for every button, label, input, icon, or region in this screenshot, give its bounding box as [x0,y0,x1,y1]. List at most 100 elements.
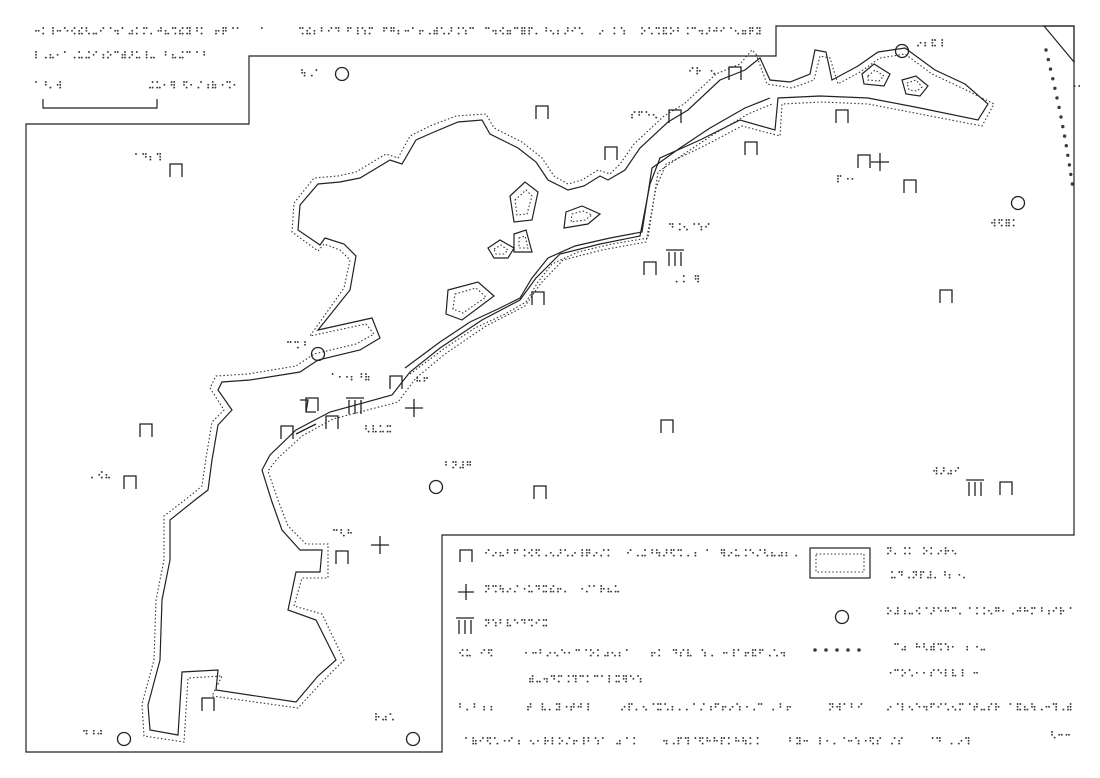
braille-dot [954,552,957,555]
braille-dot [527,705,529,708]
braille-dot [904,609,906,612]
braille-dot [558,708,561,711]
braille-dot [506,32,509,35]
braille-dot [164,29,167,32]
braille-dot [724,705,727,708]
braille-dot [541,703,544,705]
braille-dot [469,27,472,29]
braille-dot [682,649,685,651]
braille-dot [657,703,659,705]
braille-label [375,713,394,721]
braille-dot [539,651,542,654]
braille-dot [607,587,610,590]
braille-dot [670,549,673,551]
braille-dot [487,549,490,551]
braille-dot [581,554,584,557]
braille-dot [181,51,184,53]
braille-dot [744,651,747,654]
braille-dot [665,549,668,551]
braille-dot [557,32,559,35]
braille-dot [150,56,153,59]
braille-dot [631,116,633,119]
braille-dot [951,669,954,671]
braille-dot [100,729,102,732]
braille-dot [52,56,54,59]
braille-dot [445,461,447,463]
braille-dot [701,649,704,651]
braille-dot [531,677,534,680]
braille-dot [918,645,921,648]
braille-dot [708,27,711,29]
village-circle-icon [334,66,350,82]
braille-dot [188,51,191,53]
braille-dot [958,573,961,576]
braille-dot [742,737,745,739]
braille-dot [631,113,633,116]
braille-dot [114,51,117,53]
braille-dot [1033,607,1036,609]
braille-dot [490,705,493,708]
braille-dot [616,742,619,745]
braille-dot [397,32,400,35]
braille-dot [606,654,609,657]
braille-dot [628,703,631,705]
braille-footer-2 [663,737,759,745]
braille-dot [932,645,935,648]
braille-dot [1059,609,1062,612]
braille-dot [586,680,589,683]
braille-dot [196,27,198,29]
braille-label [331,373,370,381]
braille-dot [779,705,782,708]
braille-dot [482,737,484,739]
braille-dot [1067,705,1069,708]
braille-dot [625,649,628,651]
braille-label [675,275,700,283]
braille-dot [1031,703,1033,705]
braille-dot [1069,708,1072,711]
braille-dot [705,32,708,35]
braille-dot [543,677,546,680]
braille-dot [135,32,138,35]
braille-dot [88,32,90,35]
braille-dot [200,32,203,35]
braille-dot [88,51,90,53]
braille-label [365,425,392,433]
braille-dot [693,703,695,705]
braille-dot [898,739,901,742]
braille-dot [542,585,545,587]
braille-dot [944,703,947,705]
braille-dot [580,703,582,705]
braille-dot [88,56,90,59]
braille-dot [593,554,595,557]
braille-dot [1026,609,1029,612]
braille-dot [499,29,502,32]
border-dot [1051,77,1055,81]
braille-dot [744,29,747,32]
braille-dot [908,552,911,555]
braille-dot [679,654,682,657]
braille-dot [587,737,590,739]
braille-dot [990,612,993,615]
braille-dot [672,29,675,32]
braille-dot [508,739,511,742]
braille-dot [545,585,548,587]
braille-dot [1069,703,1072,705]
braille-dot [915,645,918,648]
braille-dot [335,27,337,29]
braille-dot [629,549,632,551]
factory-bars-icon [456,617,474,634]
braille-dot [904,547,906,549]
braille-dot [860,703,863,705]
braille-dot [622,675,625,677]
braille-dot [778,554,781,557]
braille-dot [221,83,224,86]
braille-label [91,471,110,479]
braille-dot [891,576,893,579]
braille-dot [607,554,610,557]
church-cross-icon [458,584,474,600]
braille-dot [538,549,540,551]
braille-dot [494,621,497,624]
braille-dot [551,742,554,745]
braille-dot [416,379,419,382]
braille-dot [506,29,509,32]
